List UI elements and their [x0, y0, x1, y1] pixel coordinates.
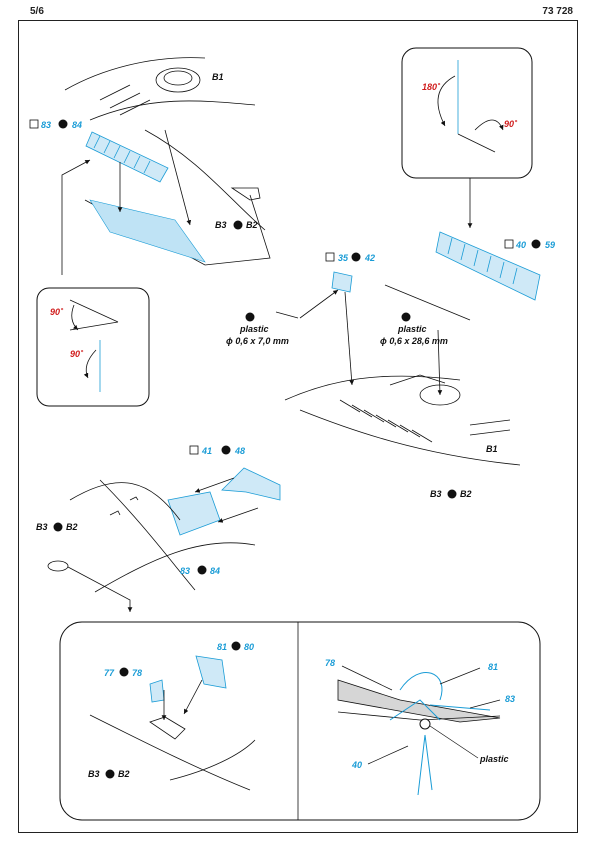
small-part-detail — [230, 187, 261, 201]
part-78-drawing — [149, 655, 227, 703]
page-number: 5/6 — [30, 6, 44, 17]
part-84-highlight — [89, 199, 206, 263]
part-41-label: 41 — [201, 446, 212, 456]
part-77-label: 77 — [104, 668, 115, 678]
svg-text:B3: B3 — [430, 489, 442, 499]
angle-90-label-c: 90˚ — [504, 119, 518, 129]
fuselage-mid-right — [284, 374, 521, 466]
fuselage-top-left — [64, 57, 271, 266]
part-84-label: 84 — [72, 120, 82, 130]
callout-81-80: 81 80 — [217, 641, 254, 652]
detail-81: 81 — [488, 662, 498, 672]
part-83-label: 83 — [41, 120, 51, 130]
rod-short-size: ϕ 0,6 x 7,0 mm — [226, 336, 289, 346]
svg-text:84: 84 — [210, 566, 220, 576]
part-41 — [167, 491, 221, 536]
part-78-label: 78 — [132, 668, 142, 678]
callout-b3-b2-bottom: B3 B2 — [88, 769, 130, 779]
part-42-label: 42 — [364, 253, 375, 263]
angle-inset-left — [36, 287, 150, 407]
plastic-rod-long-label: plastic ϕ 0,6 x 28,6 mm — [380, 312, 448, 346]
callout-41-48: 41 48 — [189, 445, 245, 456]
label-b3: B3 — [215, 220, 227, 230]
b1-ref-top: B1 — [212, 72, 224, 82]
svg-text:83: 83 — [180, 566, 190, 576]
callout-35-42: 35 42 — [325, 252, 375, 263]
part-48 — [221, 467, 281, 501]
svg-text:plastic: plastic — [397, 324, 427, 334]
svg-text:plastic: plastic — [239, 324, 269, 334]
page-frame — [18, 20, 578, 833]
rod-long-size: ϕ 0,6 x 28,6 mm — [380, 336, 448, 346]
callout-83-84: 83 84 — [29, 119, 82, 130]
svg-text:B2: B2 — [460, 489, 472, 499]
part-84-fret — [85, 131, 169, 183]
label-b1-mid: B1 — [486, 444, 498, 454]
callout-b3-b2-mid: B3 B2 — [430, 489, 472, 499]
callout-b3-b2-top: B3 B2 — [215, 220, 258, 230]
callout-83-84-mid: 83 84 — [180, 565, 220, 576]
svg-text:B3: B3 — [36, 522, 48, 532]
label-b1: B1 — [212, 72, 224, 82]
angle-inset-right — [401, 47, 533, 179]
detail-78: 78 — [325, 658, 335, 668]
svg-text:B2: B2 — [118, 769, 130, 779]
kit-code: 73 728 — [542, 6, 573, 17]
detail-plastic: plastic — [479, 754, 509, 764]
svg-text:B3: B3 — [88, 769, 100, 779]
detail-40: 40 — [351, 760, 362, 770]
part-42 — [331, 271, 353, 293]
svg-text:B2: B2 — [66, 522, 78, 532]
bottom-right-assembly — [337, 672, 501, 796]
callout-40-59: 40 59 — [504, 239, 555, 250]
part-80-label: 80 — [244, 642, 254, 652]
callout-77-78: 77 78 — [104, 667, 142, 678]
detail-83: 83 — [505, 694, 515, 704]
part-40-label: 40 — [515, 240, 526, 250]
part-81-label: 81 — [217, 642, 227, 652]
angle-90-label-b: 90˚ — [70, 349, 84, 359]
part-35-label: 35 — [338, 253, 349, 263]
part-59-label: 59 — [545, 240, 555, 250]
bottom-detail-panel — [59, 621, 541, 821]
callout-b3-b2-left: B3 B2 — [36, 522, 78, 532]
angle-90-label-a: 90˚ — [50, 307, 64, 317]
plastic-rod-short-label: plastic ϕ 0,6 x 7,0 mm — [226, 312, 289, 346]
angle-180-label: 180˚ — [422, 82, 441, 92]
part-59-fret — [435, 231, 541, 301]
part-48-label: 48 — [234, 446, 245, 456]
label-b2: B2 — [246, 220, 258, 230]
